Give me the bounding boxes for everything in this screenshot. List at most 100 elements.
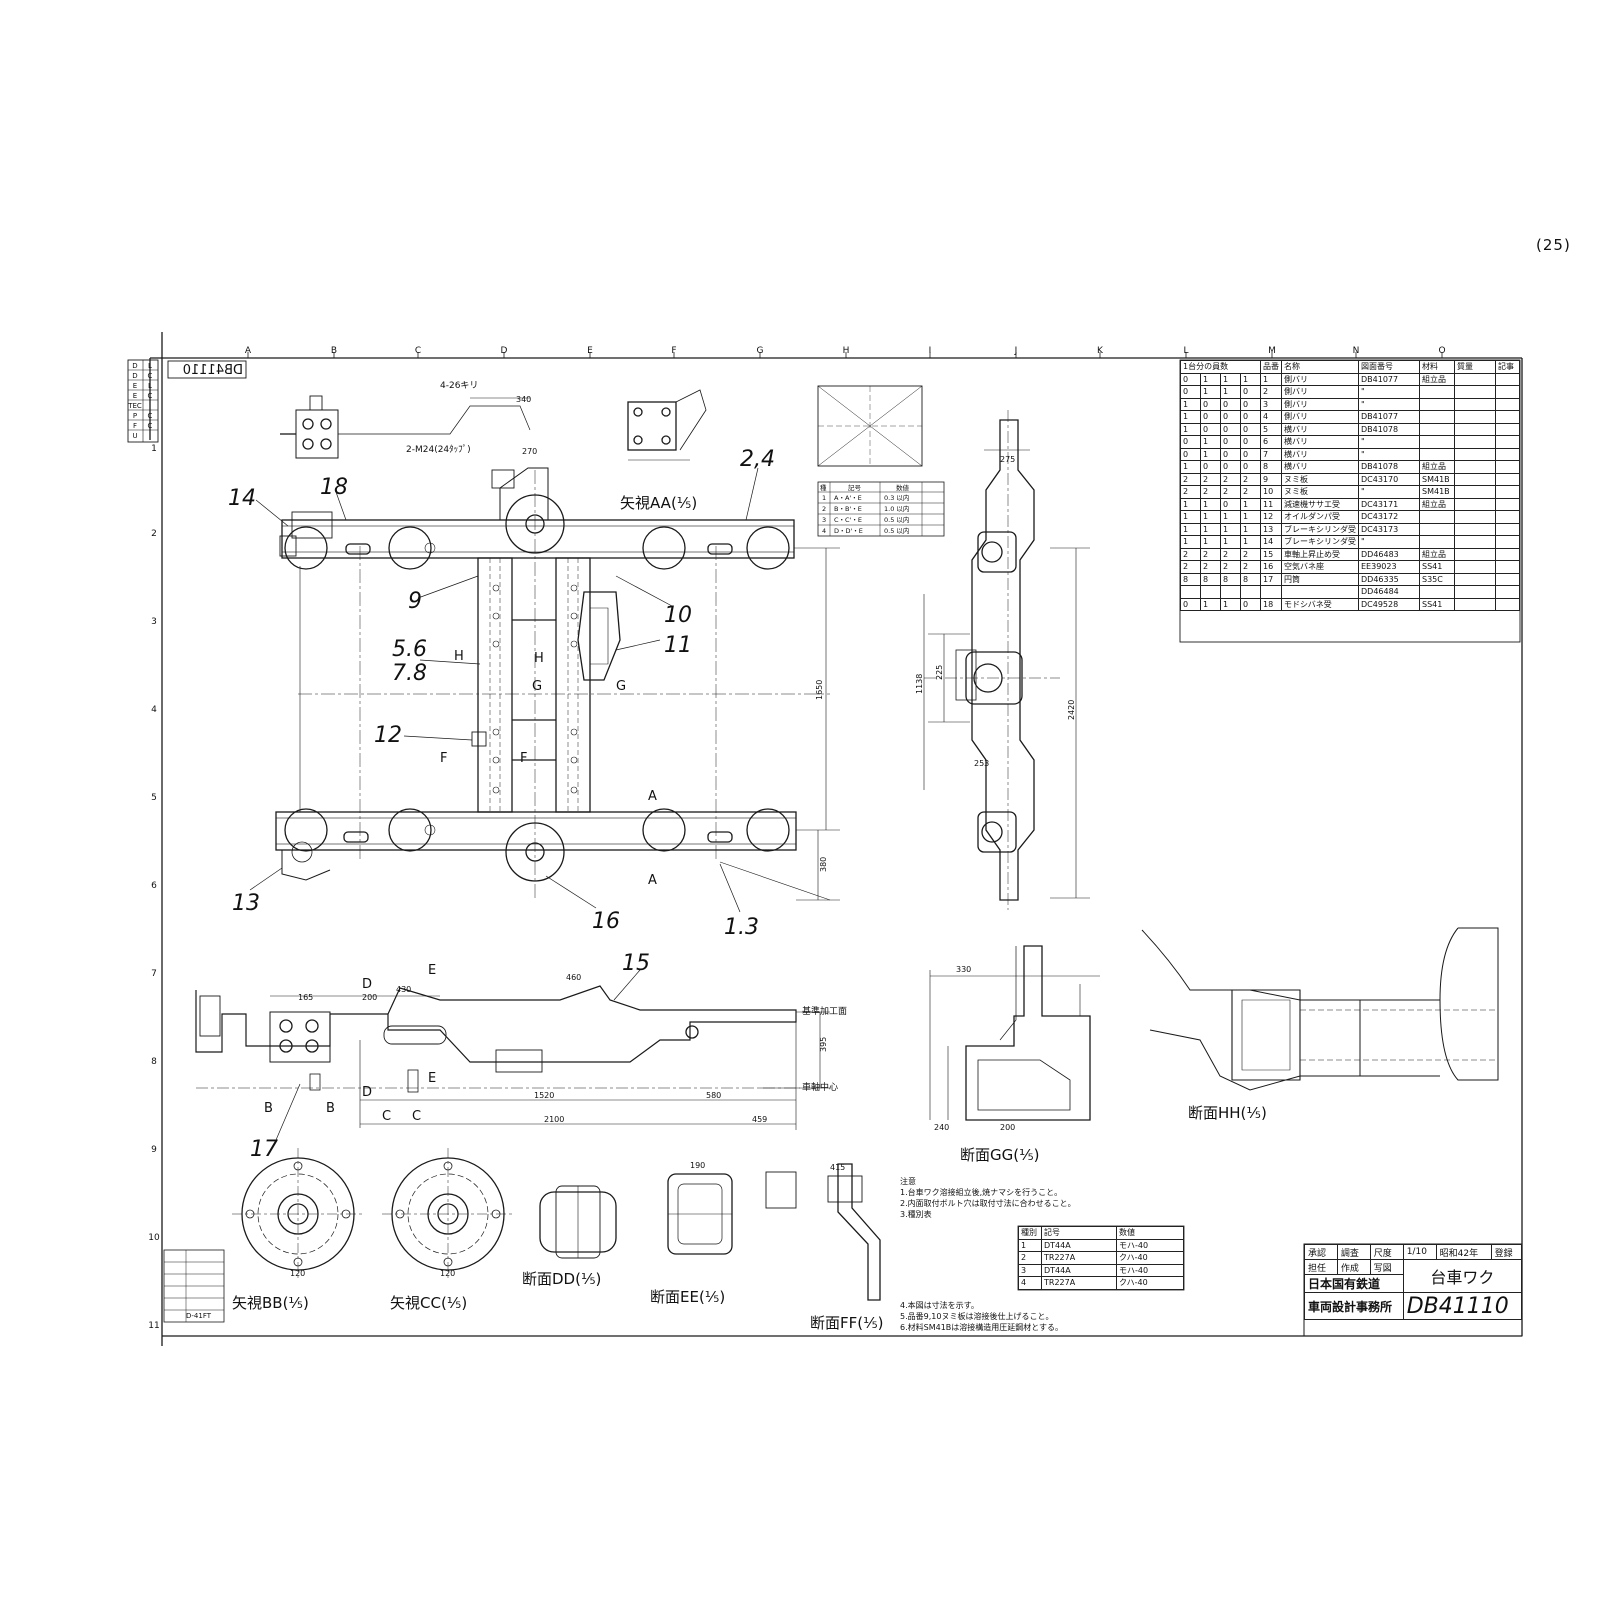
callout-5-6: 5.6	[392, 637, 427, 662]
drawing-title: 台車ワク	[1402, 1259, 1523, 1293]
grid-col-i: I	[929, 346, 932, 356]
callout-14: 14	[228, 486, 256, 511]
dim: 120	[440, 1269, 455, 1278]
grid-row-8: 8	[151, 1057, 157, 1067]
dim: 275	[1000, 455, 1015, 464]
grid-row-2: 2	[151, 529, 157, 539]
section-marker-g: G	[532, 679, 542, 694]
section-marker-e: E	[428, 963, 436, 978]
small-table-cell: 2	[822, 505, 826, 513]
label-view-aa: 矢視AA(⅕)	[620, 494, 697, 512]
label-view-cc: 矢視CC(⅕)	[390, 1294, 467, 1312]
small-table-cell: A・A'・E	[834, 494, 862, 502]
dim: 580	[706, 1091, 721, 1100]
dim: 165	[298, 993, 313, 1002]
scale-label: 尺度	[1369, 1244, 1404, 1260]
dim: 395	[819, 1037, 828, 1052]
rev-letter: E	[133, 392, 137, 400]
callout-9: 9	[408, 589, 422, 614]
dim: 2100	[544, 1115, 564, 1124]
label-section-ff: 断面FF(⅕)	[810, 1314, 884, 1332]
rev-letter: C	[148, 412, 153, 420]
org-line-1: 日本国有鉄道	[1304, 1274, 1404, 1293]
callout-12: 12	[374, 723, 402, 748]
rev-letter: C	[148, 392, 153, 400]
section-marker-a: A	[648, 789, 657, 804]
dim: 330	[956, 965, 971, 974]
callout-13: 13	[232, 891, 260, 916]
small-table-head: 数値	[896, 483, 910, 492]
dim: 415	[830, 1163, 845, 1172]
callout-10: 10	[664, 603, 692, 628]
small-table-cell: 0.5 以内	[884, 526, 909, 535]
label-view-bb: 矢視BB(⅕)	[232, 1294, 309, 1312]
title-block: 承認 調査 尺度 1/10 昭和42年 登録 担任 作成 写図 台車ワク 日本国…	[1304, 1244, 1523, 1320]
grid-col-c: C	[415, 346, 421, 356]
rev-letter: L	[148, 362, 152, 370]
grid-col-g: G	[757, 346, 764, 356]
section-marker-h: H	[454, 649, 464, 664]
callout-17: 17	[250, 1137, 278, 1162]
small-table-cell: B・B'・E	[834, 505, 862, 513]
dim: 1650	[815, 680, 824, 700]
grid-row-9: 9	[151, 1145, 157, 1155]
grid-col-a: A	[245, 346, 252, 356]
callout-11: 11	[664, 633, 692, 658]
small-table-cell: C・C'・E	[834, 516, 862, 524]
approve-label: 承認	[1304, 1244, 1338, 1260]
grid-col-j: J	[1014, 346, 1018, 356]
rev-letter: L	[148, 382, 152, 390]
note-line: 5.品番9,10ヌミ板は溶接後仕上げること。	[900, 1312, 1054, 1321]
mini-box-code: D-41FT	[186, 1312, 212, 1320]
grid-col-f: F	[671, 346, 676, 356]
section-marker-e: E	[428, 1071, 436, 1086]
rev-letter: D	[132, 372, 137, 380]
dim: 340	[516, 395, 531, 404]
note-line: 3.種別表	[900, 1210, 932, 1219]
grid-row-6: 6	[151, 881, 157, 891]
section-marker-f: F	[440, 751, 447, 766]
section-marker-f: F	[520, 751, 527, 766]
ref-plane-label: 基準加工面	[802, 1005, 847, 1017]
dim: 459	[752, 1115, 767, 1124]
small-table-head: 種	[820, 484, 827, 492]
section-marker-d: D	[362, 977, 372, 992]
label-section-dd: 断面DD(⅕)	[522, 1270, 601, 1288]
grid-row-4: 4	[151, 705, 157, 715]
small-table-cell: 1.0 以内	[884, 504, 909, 513]
grid-row-11: 11	[148, 1321, 159, 1331]
rev-letter: C	[148, 372, 153, 380]
check-label: 調査	[1336, 1244, 1371, 1260]
note-line: 1.台車ワク溶接組立後,焼ナマシを行うこと。	[900, 1188, 1063, 1197]
drawing-number-mirror: DB41110	[183, 363, 243, 378]
grid-row-10: 10	[148, 1233, 160, 1243]
label-section-hh: 断面HH(⅕)	[1188, 1104, 1267, 1122]
label-section-gg: 断面GG(⅕)	[960, 1146, 1040, 1164]
section-marker-h: H	[534, 651, 544, 666]
small-table-cell: 3	[822, 516, 826, 524]
dim: 270	[522, 447, 537, 456]
notes-heading: 注意	[900, 1177, 916, 1186]
traced-label: 写図	[1369, 1259, 1404, 1275]
note-line: 6.材料SM41Bは溶接構造用圧延鋼材とする。	[900, 1323, 1064, 1332]
rev-letter: TEC	[127, 402, 142, 410]
drawing-number: DB41110	[1402, 1292, 1523, 1320]
callout-18: 18	[320, 475, 348, 500]
grid-col-d: D	[501, 346, 508, 356]
grid-row-3: 3	[151, 617, 157, 627]
grid-row-1: 1	[151, 444, 157, 454]
